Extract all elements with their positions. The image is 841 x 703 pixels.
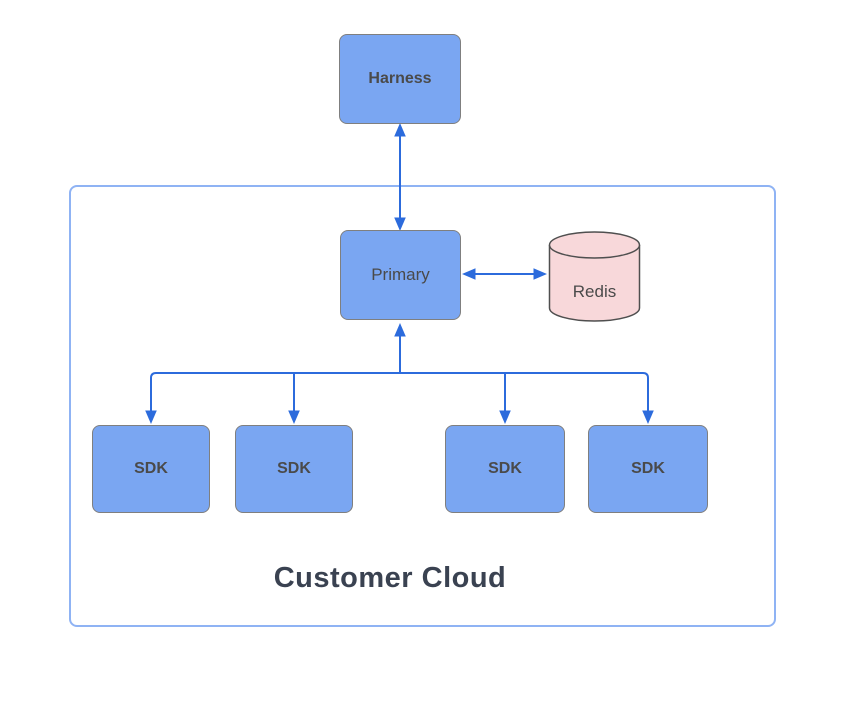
cylinder-shape-icon <box>548 231 641 322</box>
node-harness-label: Harness <box>368 70 432 87</box>
node-primary: Primary <box>340 230 461 320</box>
node-sdk-3-label: SDK <box>488 460 522 477</box>
node-sdk-4: SDK <box>588 425 708 513</box>
customer-cloud-label: Customer Cloud <box>273 562 507 594</box>
node-sdk-1-label: SDK <box>134 460 168 477</box>
node-sdk-3: SDK <box>445 425 565 513</box>
node-sdk-2-label: SDK <box>277 460 311 477</box>
edge-harness-primary <box>394 123 406 231</box>
edge-primary-sdks <box>145 323 654 424</box>
node-sdk-1: SDK <box>92 425 210 513</box>
node-sdk-4-label: SDK <box>631 460 665 477</box>
edge-primary-redis <box>462 268 547 280</box>
node-harness: Harness <box>339 34 461 124</box>
node-redis: Redis <box>548 231 641 322</box>
node-sdk-2: SDK <box>235 425 353 513</box>
node-redis-label: Redis <box>572 281 617 301</box>
node-primary-label: Primary <box>371 265 430 284</box>
